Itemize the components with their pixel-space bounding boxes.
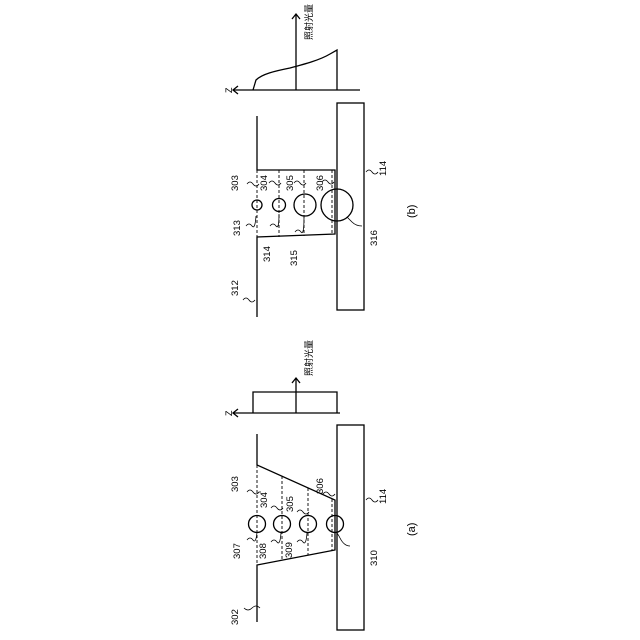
outline-302: [257, 434, 335, 622]
label-312: 312: [230, 280, 241, 296]
irradiation-profile-b: [253, 50, 337, 90]
leader-315: [295, 217, 304, 233]
leader-304: [271, 506, 283, 510]
substrate-114b: [337, 103, 364, 310]
caption-a: (a): [406, 523, 418, 536]
label-303b: 303: [230, 175, 241, 191]
outline-312: [257, 116, 335, 317]
label-313: 313: [232, 220, 243, 236]
leader-316: [347, 217, 362, 226]
label-309: 309: [284, 542, 295, 558]
leader-313: [246, 216, 256, 227]
bubble-315: [294, 194, 316, 216]
leader-308: [271, 533, 281, 543]
leader-309: [297, 533, 307, 543]
label-316: 316: [369, 230, 380, 246]
label-303: 303: [230, 476, 241, 492]
label-305b: 305: [285, 175, 296, 191]
label-302: 302: [230, 609, 241, 625]
leader-114b: [366, 170, 378, 174]
leader-314: [270, 214, 279, 227]
bubble-307: [249, 516, 266, 533]
leader-305: [297, 510, 309, 514]
label-310: 310: [369, 550, 380, 566]
z-axis-label-b: Z: [224, 87, 234, 93]
leader-312: [243, 298, 255, 302]
label-114b: 114: [378, 161, 389, 176]
leader-310: [336, 532, 350, 546]
leader-307: [247, 532, 257, 541]
irradiation-axis-label-b: 照射光量: [303, 4, 314, 40]
label-304b: 304: [259, 175, 270, 191]
label-305: 305: [285, 496, 296, 512]
irradiation-profile: [253, 392, 337, 413]
leader-114: [366, 498, 378, 502]
irradiation-axis-label: 照射光量: [303, 340, 314, 376]
substrate-114: [337, 425, 364, 630]
label-306: 306: [315, 478, 326, 494]
label-314: 314: [262, 246, 273, 262]
caption-b: (b): [406, 205, 418, 218]
label-308: 308: [258, 543, 269, 559]
z-axis-label: Z: [224, 410, 234, 416]
label-304: 304: [259, 492, 270, 508]
figure-a: 302 303 304 305 306 307 308 309 310 114 …: [224, 340, 418, 630]
label-306b: 306: [315, 175, 326, 191]
label-307: 307: [232, 543, 243, 559]
label-114: 114: [378, 489, 389, 504]
label-315: 315: [289, 250, 300, 266]
figure-b: 312 303 304 305 306 313 314 315 316 114 …: [224, 4, 418, 317]
